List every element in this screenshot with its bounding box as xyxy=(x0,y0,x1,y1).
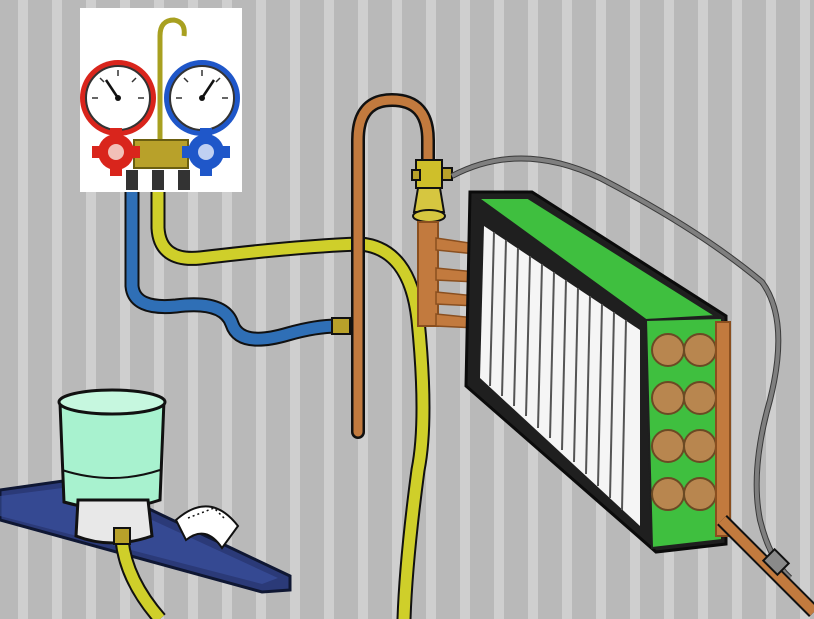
high-side-knob-icon xyxy=(182,128,230,176)
pump-fitting xyxy=(113,527,131,545)
coil-return-bends xyxy=(651,333,717,511)
distributor-tubes xyxy=(417,221,477,329)
low-side-knob-icon xyxy=(92,128,140,176)
pump-jar-rim xyxy=(57,388,167,416)
coil-top xyxy=(474,197,720,322)
coil-fin-lines xyxy=(489,231,627,511)
line-fitting-icon xyxy=(761,547,791,577)
coil-header xyxy=(715,321,731,537)
high-pressure-gauge-icon xyxy=(164,60,240,136)
blue-hose-fitting xyxy=(331,317,351,335)
evaporator-coil-icon xyxy=(464,190,731,554)
pump-gauge-icon xyxy=(174,505,240,550)
coil-fins xyxy=(480,226,640,526)
manifold-body xyxy=(133,139,189,169)
low-pressure-gauge-icon xyxy=(80,60,156,136)
service-valve-icon xyxy=(411,159,453,223)
vacuum-pump-icon xyxy=(0,388,292,594)
manifold-gauge-icon xyxy=(80,8,242,192)
